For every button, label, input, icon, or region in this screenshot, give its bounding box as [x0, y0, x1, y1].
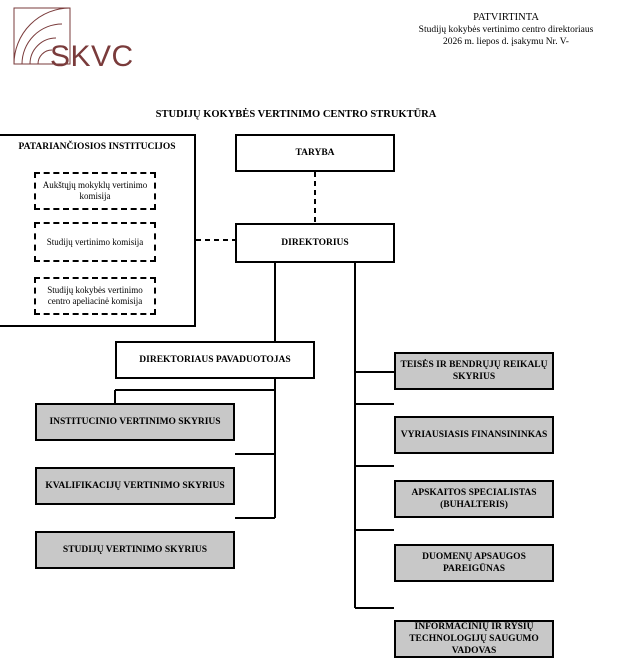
advisory-item-higher-education-commission: Aukštųjų mokyklų vertinimo komisija [34, 172, 156, 210]
advisory-item-appeals-commission: Studijų kokybės vertinimo centro apeliac… [34, 277, 156, 315]
logo-mark-icon [13, 7, 71, 65]
logo-text: SKVC [50, 40, 134, 73]
deputy-director-node: DIREKTORIAUS PAVADUOTOJAS [115, 341, 315, 379]
approval-block: PATVIRTINTA Studijų kokybės vertinimo ce… [386, 12, 626, 48]
advisory-title: PATARIANČIOSIOS INSTITUCIJOS [18, 142, 176, 152]
approval-line-3: 2026 m. liepos d. įsakymu Nr. V- [443, 37, 569, 47]
document-title: STUDIJŲ KOKYBĖS VERTINIMO CENTRO STRUKTŪ… [155, 109, 437, 120]
unit-legal-general-affairs: TEISĖS IR BENDRŲJŲ REIKALŲ SKYRIUS [394, 352, 554, 390]
unit-study-evaluation: STUDIJŲ VERTINIMO SKYRIUS [35, 531, 235, 569]
unit-qualifications-evaluation: KVALIFIKACIJŲ VERTINIMO SKYRIUS [35, 467, 235, 505]
unit-data-protection-officer: DUOMENŲ APSAUGOS PAREIGŪNAS [394, 544, 554, 582]
board-node: TARYBA [235, 134, 395, 172]
director-node: DIREKTORIUS [235, 223, 395, 263]
advisory-item-study-evaluation-commission: Studijų vertinimo komisija [34, 222, 156, 262]
unit-chief-financier: VYRIAUSIASIS FINANSININKAS [394, 416, 554, 454]
approval-line-2: Studijų kokybės vertinimo centro direkto… [418, 25, 594, 35]
approval-line-1: PATVIRTINTA [473, 12, 539, 23]
unit-accounting-specialist: APSKAITOS SPECIALISTAS (BUHALTERIS) [394, 480, 554, 518]
skvc-logo: SKVC [12, 6, 134, 73]
unit-institutional-evaluation: INSTITUCINIO VERTINIMO SKYRIUS [35, 403, 235, 441]
unit-ict-security-manager: INFORMACINIŲ IR RYŠIŲ TECHNOLOGIJŲ SAUGU… [394, 620, 554, 658]
